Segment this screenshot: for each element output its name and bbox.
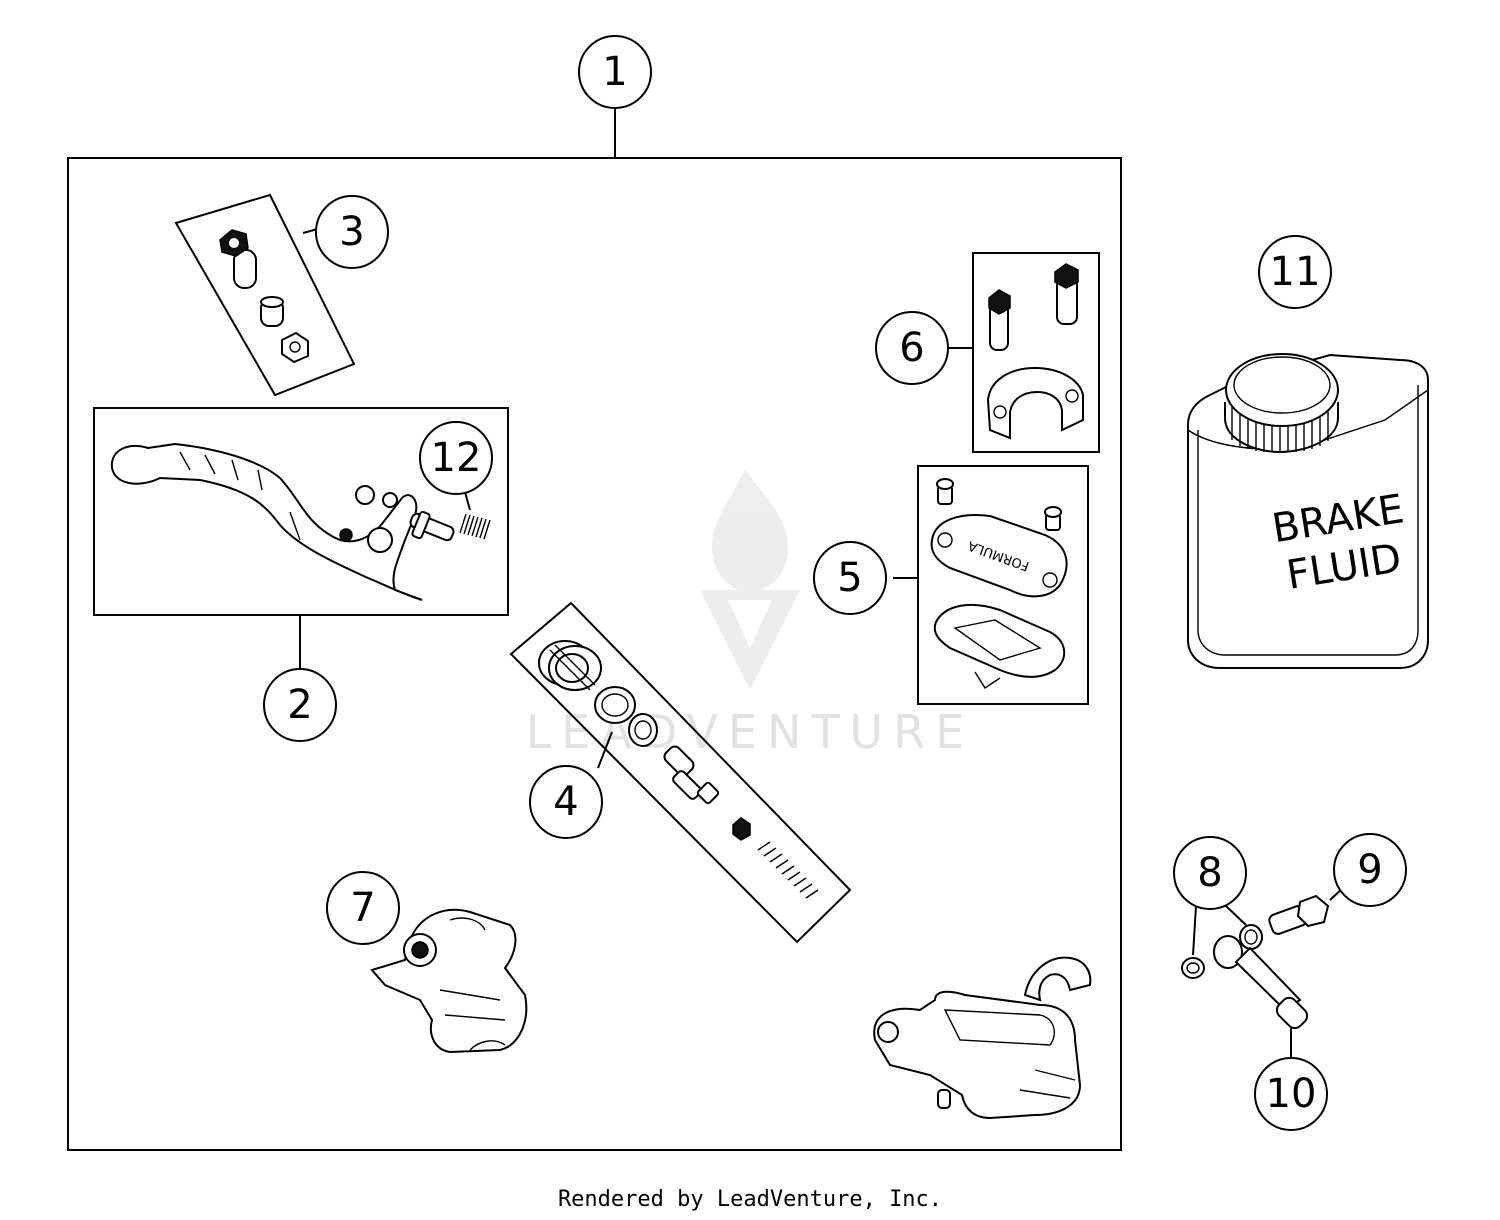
callout-4: 4 — [529, 765, 603, 839]
part-5-reservoir-cap-kit: FORMULA — [893, 465, 1089, 705]
callout-7-number: 7 — [350, 885, 375, 931]
callout-12-number: 12 — [431, 435, 482, 481]
part-11-brake-fluid-can: BRAKE FLUID — [1187, 353, 1429, 669]
part-6-clamp-kit — [948, 252, 1100, 453]
callout-10: 10 — [1254, 1057, 1328, 1131]
callout-11-number: 11 — [1270, 249, 1321, 295]
callout-6-number: 6 — [899, 325, 924, 371]
callout-10-number: 10 — [1266, 1071, 1317, 1117]
part-8-9-10-banjo-fitting — [1181, 887, 1344, 1060]
callout-3: 3 — [315, 195, 389, 269]
callout-12: 12 — [419, 421, 493, 495]
callout-1-number: 1 — [602, 49, 627, 95]
callout-8-number: 8 — [1197, 850, 1222, 896]
part-7-lever-housing — [370, 908, 528, 1054]
callout-9-number: 9 — [1357, 847, 1382, 893]
callout-6: 6 — [875, 311, 949, 385]
callout-7: 7 — [326, 871, 400, 945]
callout-5: 5 — [813, 541, 887, 615]
leadventure-flame-logo — [700, 470, 800, 690]
part-3-screw-kit — [174, 193, 356, 397]
footer-credit: Rendered by LeadVenture, Inc. — [558, 1187, 942, 1212]
kit-frame — [67, 157, 1122, 1151]
part-12-spring — [459, 491, 491, 540]
callout-5-number: 5 — [837, 555, 862, 601]
callout-9: 9 — [1333, 833, 1407, 907]
part-2-brake-lever — [93, 407, 509, 668]
callout-2: 2 — [263, 668, 337, 742]
callout-1: 1 — [578, 35, 652, 109]
master-cylinder-body — [873, 956, 1092, 1120]
callout-11: 11 — [1258, 235, 1332, 309]
callout-4-number: 4 — [553, 779, 578, 825]
callout-8: 8 — [1173, 836, 1247, 910]
callout-3-number: 3 — [339, 209, 364, 255]
watermark-text: LEADVENTURE — [526, 705, 975, 759]
part-4-piston-kit — [509, 601, 852, 944]
callout-2-number: 2 — [287, 682, 312, 728]
